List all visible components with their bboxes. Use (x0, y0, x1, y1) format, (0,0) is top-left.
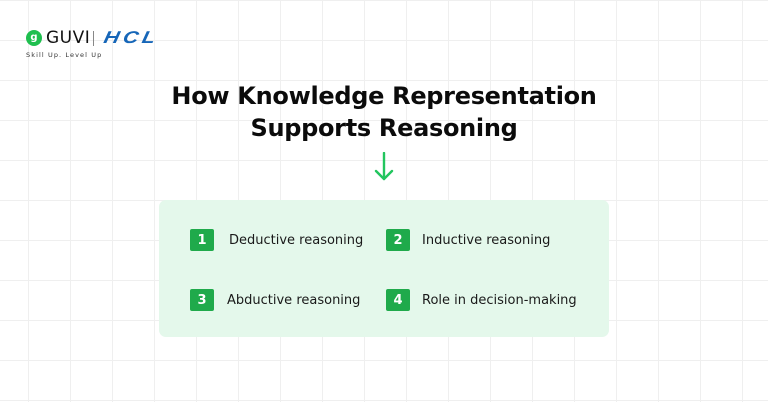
tagline: Skill Up. Level Up (26, 51, 103, 59)
list-item: 1 Deductive reasoning (190, 229, 363, 251)
item-label: Abductive reasoning (227, 292, 361, 308)
list-item: 2 Inductive reasoning (386, 229, 550, 251)
item-label: Role in decision-making (422, 292, 577, 308)
page-title: How Knowledge Representation Supports Re… (0, 80, 768, 144)
guvi-wordmark: GUVI (46, 28, 91, 48)
number-badge: 3 (190, 289, 214, 311)
guvi-logo-icon: g (26, 30, 42, 46)
guvi-logo-glyph: g (30, 32, 38, 43)
number-badge: 2 (386, 229, 410, 251)
hcl-wordmark: HCL (102, 28, 162, 47)
reasoning-types-panel: 1 Deductive reasoning 2 Inductive reason… (159, 200, 609, 337)
title-line-2: Supports Reasoning (250, 114, 518, 142)
list-item: 4 Role in decision-making (386, 289, 577, 311)
logo-divider (93, 31, 94, 46)
item-label: Inductive reasoning (422, 232, 551, 248)
arrow-down-icon (374, 152, 394, 181)
number-badge: 4 (386, 289, 410, 311)
item-label: Deductive reasoning (229, 232, 364, 248)
number-badge: 1 (190, 229, 214, 251)
title-line-1: How Knowledge Representation (171, 82, 597, 110)
list-item: 3 Abductive reasoning (190, 289, 360, 311)
